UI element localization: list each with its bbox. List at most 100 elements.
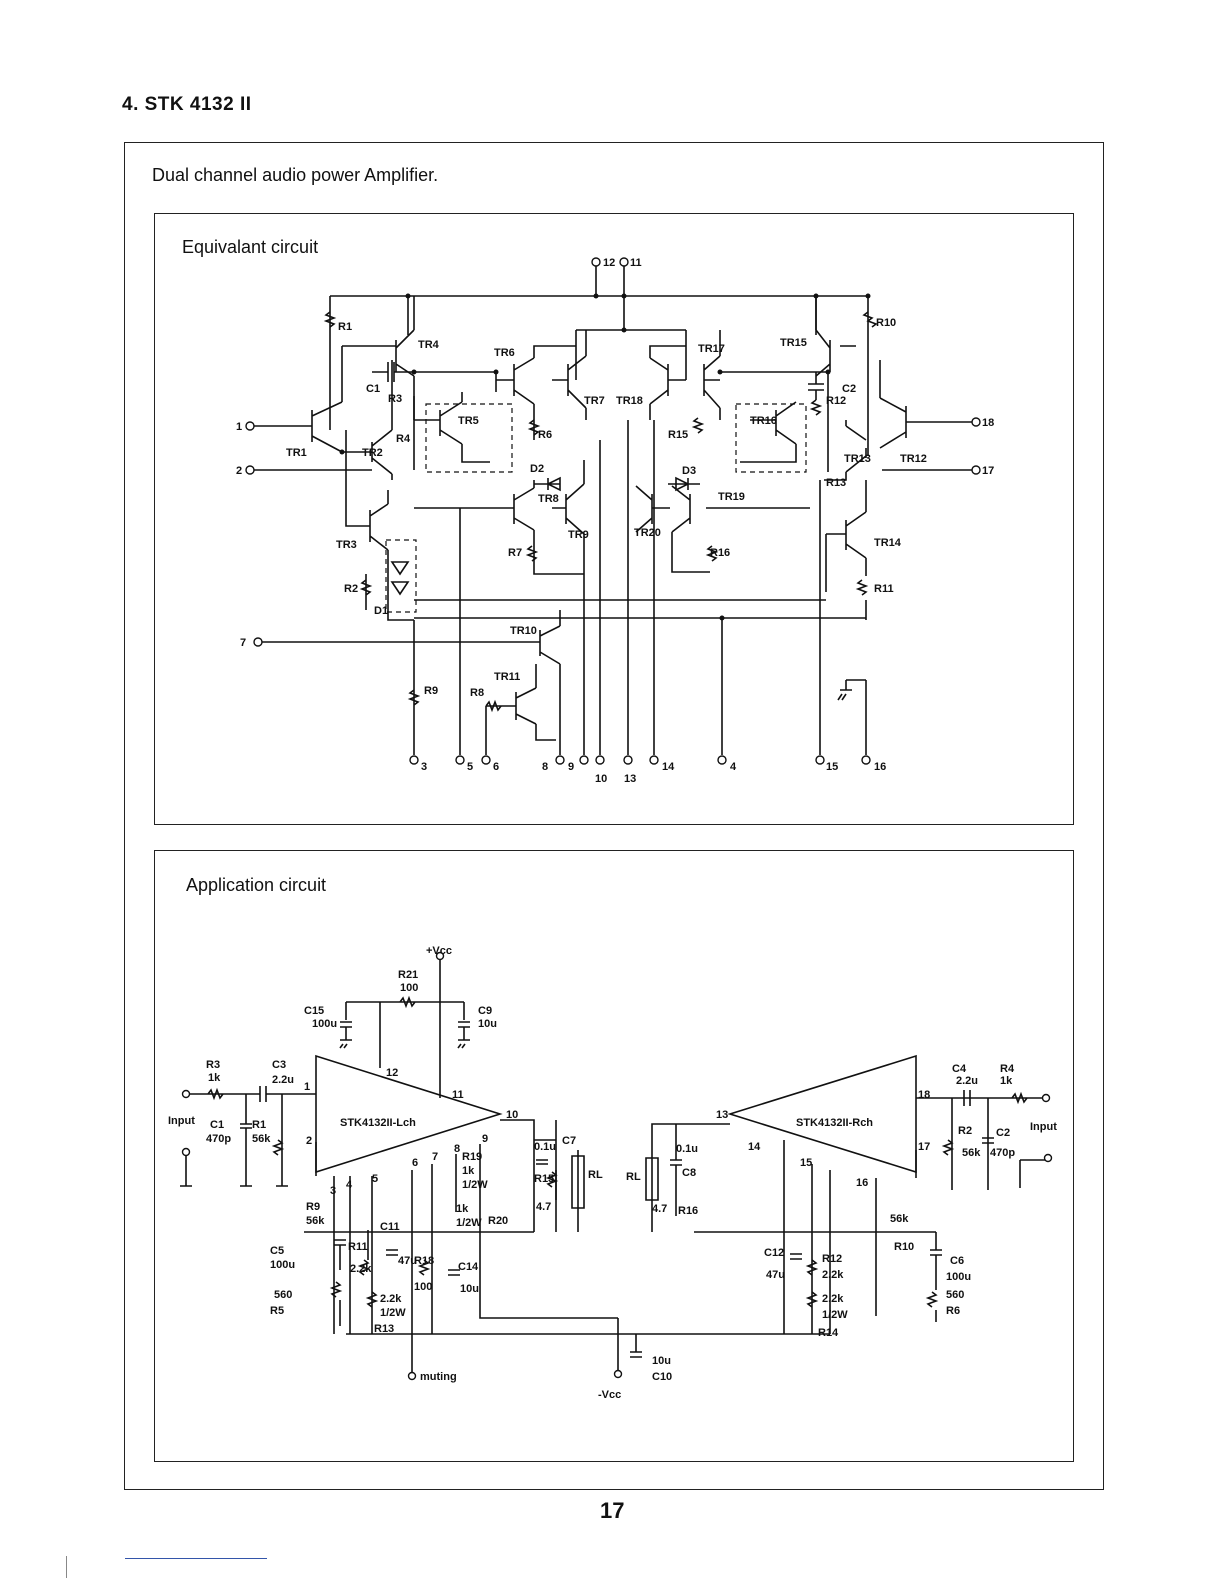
app-label-r20: R20 bbox=[488, 1215, 508, 1227]
app-label-vcc-neg: -Vcc bbox=[598, 1389, 621, 1401]
footer-rule bbox=[125, 1558, 267, 1559]
app-label-r11: R11 bbox=[348, 1241, 368, 1253]
pin-4: 4 bbox=[730, 761, 737, 773]
chip-right-label: STK4132II-Rch bbox=[796, 1117, 873, 1129]
app-label-c5-val: 100u bbox=[270, 1259, 295, 1271]
app-pin-8: 8 bbox=[454, 1143, 460, 1155]
app-label-r11-val: 2.2k bbox=[350, 1263, 372, 1275]
app-label-c3-val: 2.2u bbox=[272, 1074, 294, 1086]
app-label-c14: C14 bbox=[458, 1261, 479, 1273]
content-frame bbox=[124, 142, 1104, 1490]
pin-13: 13 bbox=[624, 773, 636, 785]
label-tr16: TR16 bbox=[750, 415, 777, 427]
label-r10: R10 bbox=[876, 317, 896, 329]
label-tr15: TR15 bbox=[780, 337, 807, 349]
app-label-c3: C3 bbox=[272, 1059, 286, 1071]
app-pin-10: 10 bbox=[506, 1109, 518, 1121]
app-label-r2-val: 56k bbox=[962, 1147, 981, 1159]
label-r13: R13 bbox=[826, 477, 846, 489]
app-label-r10-val: 56k bbox=[890, 1213, 909, 1225]
app-label-r19: R19 bbox=[462, 1151, 482, 1163]
app-label-r5: R5 bbox=[270, 1305, 284, 1317]
pin-1: 1 bbox=[236, 421, 242, 433]
app-label-c6: C6 bbox=[950, 1255, 964, 1267]
pin-17: 17 bbox=[982, 465, 994, 477]
label-tr3: TR3 bbox=[336, 539, 357, 551]
label-tr1: TR1 bbox=[286, 447, 307, 459]
label-tr5: TR5 bbox=[458, 415, 479, 427]
app-label-c7-val: 0.1u bbox=[534, 1141, 556, 1153]
pin-11: 11 bbox=[630, 257, 642, 269]
app-label-r3: R3 bbox=[206, 1059, 220, 1071]
app-label-r18: R18 bbox=[414, 1255, 434, 1267]
section-heading: 4. STK 4132 II bbox=[122, 94, 252, 115]
label-d2: D2 bbox=[530, 463, 544, 475]
label-r15: R15 bbox=[668, 429, 688, 441]
app-pin-12: 12 bbox=[386, 1067, 398, 1079]
pin-18: 18 bbox=[982, 417, 994, 429]
app-pin-18: 18 bbox=[918, 1089, 930, 1101]
application-circuit-panel bbox=[154, 850, 1074, 1462]
app-label-c4-val: 2.2u bbox=[956, 1075, 978, 1087]
description: Dual channel audio power Amplifier. bbox=[152, 165, 439, 185]
app-label-r13-power: 1/2W bbox=[380, 1307, 406, 1319]
label-tr4: TR4 bbox=[418, 339, 440, 351]
pin-10: 10 bbox=[595, 773, 607, 785]
label-tr7: TR7 bbox=[584, 395, 605, 407]
app-label-r14-power: 1/2W bbox=[822, 1309, 848, 1321]
app-pin-6: 6 bbox=[412, 1157, 418, 1169]
app-label-c7: C7 bbox=[562, 1135, 576, 1147]
app-label-muting: muting bbox=[420, 1371, 457, 1383]
app-label-rl-right: RL bbox=[626, 1171, 641, 1183]
pin-14: 14 bbox=[662, 761, 675, 773]
app-pin-13: 13 bbox=[716, 1109, 728, 1121]
label-tr11: TR11 bbox=[494, 671, 520, 683]
label-r8: R8 bbox=[470, 687, 484, 699]
app-pin-2: 2 bbox=[306, 1135, 312, 1147]
equivalent-circuit-panel bbox=[154, 213, 1074, 825]
app-label-r14: R14 bbox=[818, 1327, 839, 1339]
app-label-r13: R13 bbox=[374, 1323, 394, 1335]
app-label-c11-val: 47u bbox=[398, 1255, 417, 1267]
app-label-r5-val: 560 bbox=[274, 1289, 292, 1301]
label-r2: R2 bbox=[344, 583, 358, 595]
app-label-r9-val: 56k bbox=[306, 1215, 325, 1227]
label-tr18: TR18 bbox=[616, 395, 643, 407]
app-label-c14-val: 10u bbox=[460, 1283, 479, 1295]
app-label-c9: C9 bbox=[478, 1005, 492, 1017]
app-label-r12-val: 2.2k bbox=[822, 1269, 844, 1281]
label-tr14: TR14 bbox=[874, 537, 902, 549]
app-label-r18-val: 100 bbox=[414, 1281, 432, 1293]
label-r11: R11 bbox=[874, 583, 894, 595]
label-tr6: TR6 bbox=[494, 347, 515, 359]
label-r1: R1 bbox=[338, 321, 352, 333]
app-pin-9: 9 bbox=[482, 1133, 488, 1145]
app-label-c15-val: 100u bbox=[312, 1018, 337, 1030]
margin-mark bbox=[66, 1556, 67, 1578]
label-d1: D1 bbox=[374, 605, 388, 617]
label-tr2: TR2 bbox=[362, 447, 383, 459]
app-label-c6-val: 100u bbox=[946, 1271, 971, 1283]
app-label-c10: C10 bbox=[652, 1371, 672, 1383]
app-label-r3-val: 1k bbox=[208, 1072, 221, 1084]
app-label-c4: C4 bbox=[952, 1063, 967, 1075]
app-label-rl-left: RL bbox=[588, 1169, 603, 1181]
chip-left-label: STK4132II-Lch bbox=[340, 1117, 416, 1129]
app-label-r9: R9 bbox=[306, 1201, 320, 1213]
app-label-c10-val: 10u bbox=[652, 1355, 671, 1367]
pin-12: 12 bbox=[603, 257, 615, 269]
label-tr17: TR17 bbox=[698, 343, 725, 355]
label-c2: C2 bbox=[842, 383, 856, 395]
app-label-r16: R16 bbox=[678, 1205, 698, 1217]
label-r16: R16 bbox=[710, 547, 730, 559]
app-label-r15: R15 bbox=[534, 1173, 554, 1185]
equivalent-circuit-title: Equivalant circuit bbox=[182, 237, 319, 257]
app-label-r20-power: 1/2W bbox=[456, 1217, 482, 1229]
app-pin-16: 16 bbox=[856, 1177, 868, 1189]
pin-8: 8 bbox=[542, 761, 548, 773]
app-pin-15: 15 bbox=[800, 1157, 812, 1169]
label-c1: C1 bbox=[366, 383, 380, 395]
app-label-c9-val: 10u bbox=[478, 1018, 497, 1030]
